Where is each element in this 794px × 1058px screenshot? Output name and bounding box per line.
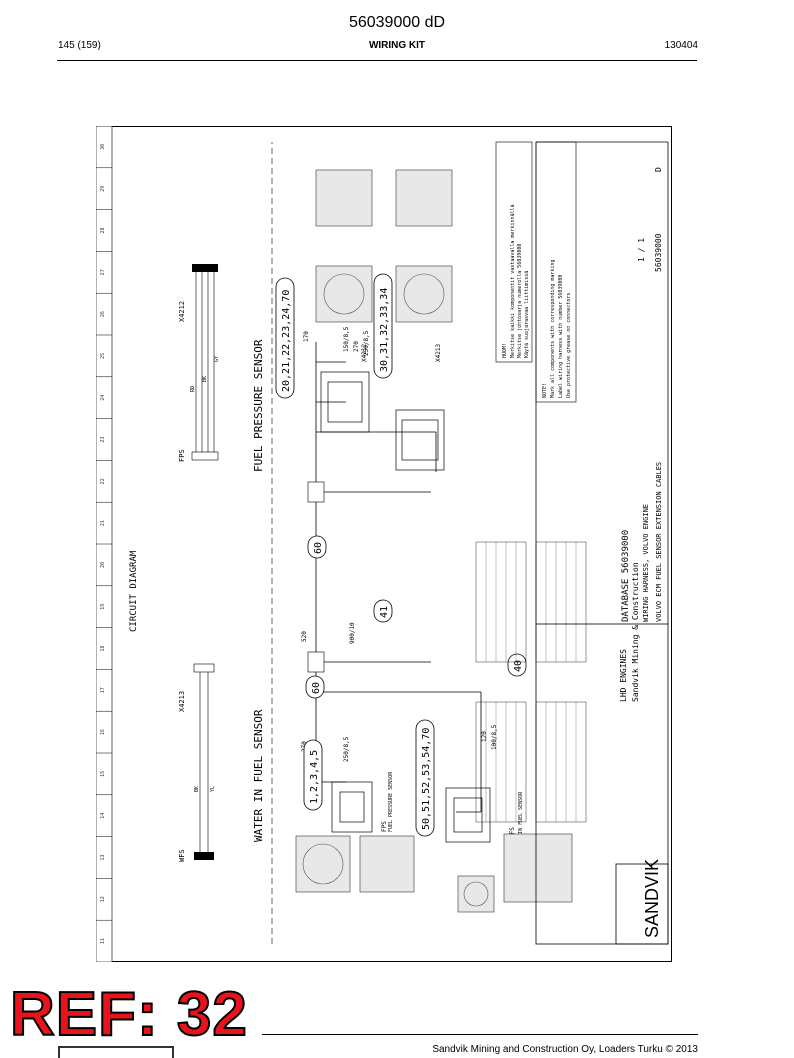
huom-line-1: Merkitse kaikki komponentit vastaavalla … [510,204,516,358]
len-900: 900/10 [349,622,356,644]
bubble-41: 41 [379,606,390,618]
len-520: 520 [301,631,308,642]
note-title: NOTE! [542,383,548,398]
fps-connector-label: FPS [381,821,388,832]
ruler-number: 30 [100,144,106,150]
page-number: 145 (159) [58,40,101,51]
wfs-wire-bk: BK [194,786,200,792]
footer-logo [58,1046,174,1058]
ruler-number: 27 [100,269,106,275]
note-line-3: Use protective grease on connectors [566,293,572,398]
ruler-number: 12 [100,896,106,902]
ruler-number: 22 [100,478,106,484]
wfs-wire-yl: YL [210,786,216,792]
document-date: 130404 [664,40,698,51]
wiring-harness-label: WIRING HARNESS, VOLVO ENGINE [642,504,650,622]
wfs-connector-caption: WATER IN FUEL SENSOR [518,791,524,852]
doc-number: 56039000 [654,233,663,272]
document-title: 56039000 dD [348,14,446,31]
ruler-number: 24 [100,395,106,401]
wfs-title: WATER IN FUEL SENSOR [252,709,265,842]
ruler-number: 28 [100,227,106,233]
sandvik-mining: Sandvik Mining & Construction [631,562,640,702]
ruler-number: 23 [100,436,106,442]
len-270a: 270 [353,341,360,352]
ruler-number: 25 [100,353,106,359]
bubble-wfs-b: 50,51,52,53,54,70 [421,728,432,830]
x4212-label: X4212 [178,301,186,322]
copyright: Sandvik Mining and Construction Oy, Load… [432,1044,698,1055]
ruler-number: 26 [100,311,106,317]
len-250b: 250/8,5 [343,736,350,762]
ref-stamp: REF: 32 [9,980,248,1049]
bubble-fps-b: 30,31,32,33,34 [379,288,390,372]
huom-line-3: Käytä suojarasvaa liittimissä [524,271,530,358]
fps-wire-bk: BK [202,376,208,382]
ruler-number: 29 [100,186,106,192]
ruler-number: 13 [100,854,106,860]
x4213-label: X4213 [178,691,186,712]
bubble-fps-a: 20,21,22,23,24,70 [281,290,292,392]
ruler-number: 14 [100,813,106,819]
len-100: 100/8,5 [491,724,498,750]
bubble-wfs-a: 1,2,3,4,5 [309,750,320,804]
len-150: 150/8,5 [343,326,350,352]
huom-title: HUOM! [502,343,508,358]
wfs-connector-label: WFS [509,827,516,838]
bubble-40: 40 [513,660,524,672]
database-label: DATABASE 56039000 [621,530,631,622]
ruler-number: 17 [100,687,106,693]
fps-title: FUEL PRESSURE SENSOR [252,339,265,472]
revision: D [654,167,663,172]
wfs-label: WFS [178,849,186,862]
bubble-60a: 60 [313,542,324,554]
circuit-diagram-label: CIRCUIT DIAGRAM [129,550,139,632]
lhd-engines: LHD ENGINES [619,649,628,702]
len-170: 170 [303,331,310,342]
sheet-number: 1 / 1 [637,238,646,262]
ruler-number: 16 [100,729,106,735]
len-120: 120 [481,731,488,742]
section-title: WIRING KIT [368,40,426,51]
ruler-number: 11 [100,938,106,944]
x4212-connector-label: X4212 [361,344,368,362]
fps-connector-caption: FUEL PRESSURE SENSOR [388,771,394,832]
header-rule [57,60,697,61]
fps-label: FPS [178,449,186,462]
len-250a: 250/8,5 [363,330,370,356]
volvo-ecm-label: VOLVO ECM FUEL SENSOR EXTENSION CABLES [655,462,663,622]
ruler-number: 19 [100,604,106,610]
ruler-number: 15 [100,771,106,777]
bubble-60b: 60 [311,682,322,694]
footer-rule [262,1034,698,1035]
wiring-diagram: 30 29 28 27 26 25 24 23 22 21 20 19 18 17 16 15 14 13 12 11… [96,126,672,962]
huom-line-2: Merkitse johtosarja numerolla 56039000 [517,244,523,358]
brand-logo: SANDVIK [642,859,662,938]
x4213-connector-label: X4213 [435,344,442,362]
ruler-number: 21 [100,520,106,526]
note-line-2: Label wiring harness with number 5603900… [558,275,564,398]
fps-wire-rd: RD [190,386,196,392]
fps-wire-gy: GY [214,356,220,362]
note-line-1: Mark all components with corresponding m… [550,260,556,398]
ruler-number: 18 [100,645,106,651]
ruler-number: 20 [100,562,106,568]
